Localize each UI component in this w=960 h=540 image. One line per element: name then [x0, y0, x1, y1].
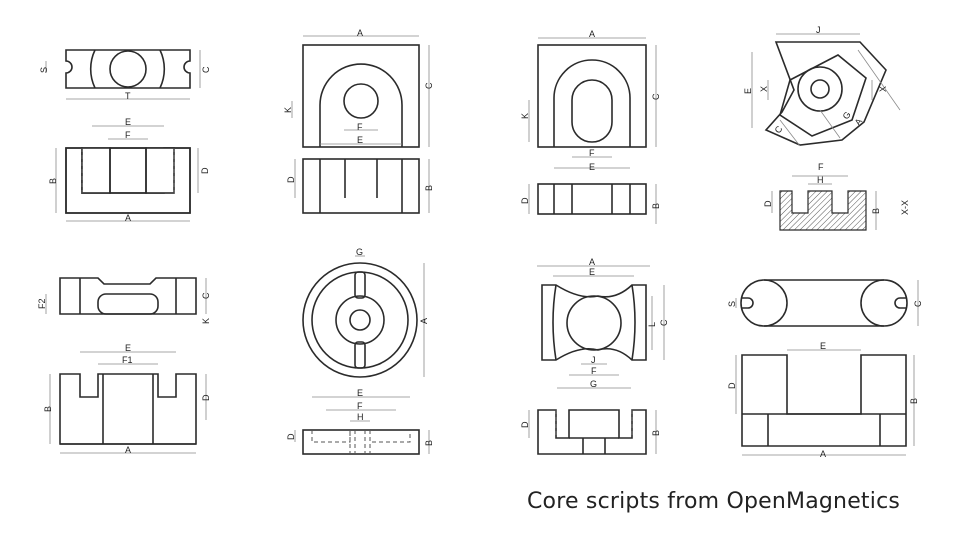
dim-label-e: E — [357, 388, 363, 398]
dim-label-d: D — [763, 200, 773, 207]
ep-core-rotated-top-view: J E X X A G C F — [743, 25, 901, 172]
dim-label-e: E — [589, 162, 595, 172]
dim-label-e: E — [125, 343, 131, 353]
dim-label-x-right: X — [878, 86, 888, 92]
dim-label-d: D — [286, 433, 296, 440]
section-label-xx: X-X — [900, 200, 910, 215]
oval-u-core-side-view: D B — [520, 183, 661, 224]
dim-label-b: B — [909, 398, 919, 404]
caption-text: Core scripts from OpenMagnetics — [527, 489, 901, 514]
dim-label-b: B — [48, 178, 58, 184]
pq-core-side-view: D B — [520, 409, 661, 455]
dim-label-f: F — [591, 366, 597, 376]
dim-label-j: J — [591, 355, 596, 365]
dim-label-b: B — [651, 203, 661, 209]
e-core-top-view: T C S — [39, 49, 211, 101]
dim-label-c: C — [201, 66, 211, 73]
dim-label-b: B — [424, 440, 434, 446]
dim-label-c: C — [424, 82, 434, 89]
rod-core-top-view: C S — [727, 279, 923, 327]
dim-label-a: A — [589, 257, 595, 267]
dim-label-e: E — [125, 117, 131, 127]
dim-label-g: G — [841, 110, 853, 121]
dim-label-a: A — [853, 116, 865, 127]
dim-label-a: A — [419, 318, 429, 324]
wide-e-core-side-view: E A D B — [727, 341, 919, 459]
dim-label-b: B — [651, 430, 661, 436]
dim-label-e: E — [589, 267, 595, 277]
dim-label-c: C — [659, 319, 669, 326]
dim-label-k: K — [283, 107, 293, 113]
u-core-top-view: A C K F E — [283, 28, 434, 148]
dim-label-f: F — [589, 148, 595, 158]
dim-label-g: G — [590, 379, 597, 389]
u-core-side-view: D B — [286, 158, 434, 214]
pot-core-top-view: G A — [302, 247, 429, 378]
dim-label-j: J — [816, 25, 821, 35]
dim-label-a: A — [589, 29, 595, 39]
dim-label-d: D — [200, 167, 210, 174]
dim-label-k: K — [520, 113, 530, 119]
dim-label-g: G — [356, 247, 363, 257]
dim-label-l: L — [647, 322, 657, 327]
dim-label-k: K — [201, 318, 211, 324]
dim-label-d: D — [727, 382, 737, 389]
dim-label-e: E — [820, 341, 826, 351]
dim-label-d: D — [520, 197, 530, 204]
dim-label-x-left: X — [759, 86, 769, 92]
e-core-side-view: E F A B D — [48, 117, 210, 223]
dim-label-e: E — [743, 88, 753, 94]
dim-label-f: F — [125, 130, 131, 140]
dim-label-f: F — [818, 162, 824, 172]
dim-label-e: E — [357, 135, 363, 145]
dim-label-b: B — [424, 185, 434, 191]
dim-label-a: A — [357, 28, 363, 38]
dim-label-c: C — [201, 292, 211, 299]
ep-core-section-view: H D B X-X — [763, 175, 910, 231]
dim-label-d: D — [201, 394, 211, 401]
dim-label-h: H — [817, 175, 824, 185]
oval-u-core-top-view: A C K F E — [520, 29, 661, 172]
dim-label-d: D — [286, 176, 296, 183]
dim-label-f: F — [357, 122, 363, 132]
dim-label-a: A — [820, 449, 826, 459]
dim-label-s: S — [39, 67, 49, 73]
dim-label-b: B — [871, 208, 881, 214]
dim-label-h: H — [357, 412, 364, 422]
planar-e-core-side-view: E F1 A B D — [43, 343, 211, 455]
dim-label-b: B — [43, 406, 53, 412]
dim-label-d: D — [520, 421, 530, 428]
pot-core-side-view: E F H D B — [286, 388, 434, 455]
dim-label-c: C — [913, 300, 923, 307]
planar-e-core-top-view: C K F2 — [37, 277, 211, 324]
dim-label-c: C — [773, 124, 785, 135]
dim-label-t: T — [125, 91, 131, 101]
dim-label-s: S — [727, 301, 737, 307]
dim-label-a: A — [125, 213, 131, 223]
dim-label-f: F — [357, 401, 363, 411]
dim-label-f2: F2 — [37, 298, 47, 309]
dim-label-f1: F1 — [122, 355, 133, 365]
dim-label-c: C — [651, 93, 661, 100]
dim-label-a: A — [125, 445, 131, 455]
pq-core-top-view: A E C L J F G — [537, 257, 669, 389]
